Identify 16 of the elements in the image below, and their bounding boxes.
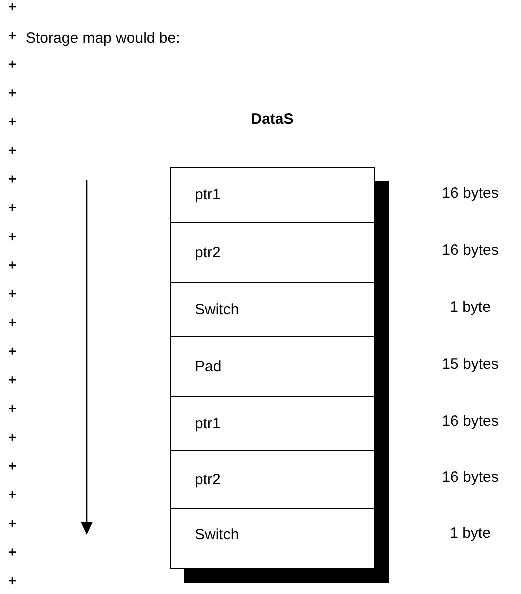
byte-size: 16 bytes (441, 242, 500, 259)
byte-size: 16 bytes (441, 413, 500, 430)
byte-size: 1 byte (449, 299, 492, 316)
field-name: Pad (195, 358, 222, 375)
box-heading: DataS (250, 111, 295, 128)
field-name: ptr1 (195, 415, 221, 432)
field-name: ptr2 (195, 244, 221, 261)
heading: Storage map would be: (26, 30, 180, 47)
byte-size: 16 bytes (441, 185, 500, 202)
field-name: Switch (195, 526, 240, 544)
byte-size: 16 bytes (441, 469, 500, 486)
byte-size: 15 bytes (441, 356, 500, 373)
field-name: ptr2 (195, 471, 221, 488)
byte-size: 1 byte (449, 524, 492, 542)
field-name: ptr1 (195, 186, 221, 204)
field-name: Switch (195, 301, 240, 318)
